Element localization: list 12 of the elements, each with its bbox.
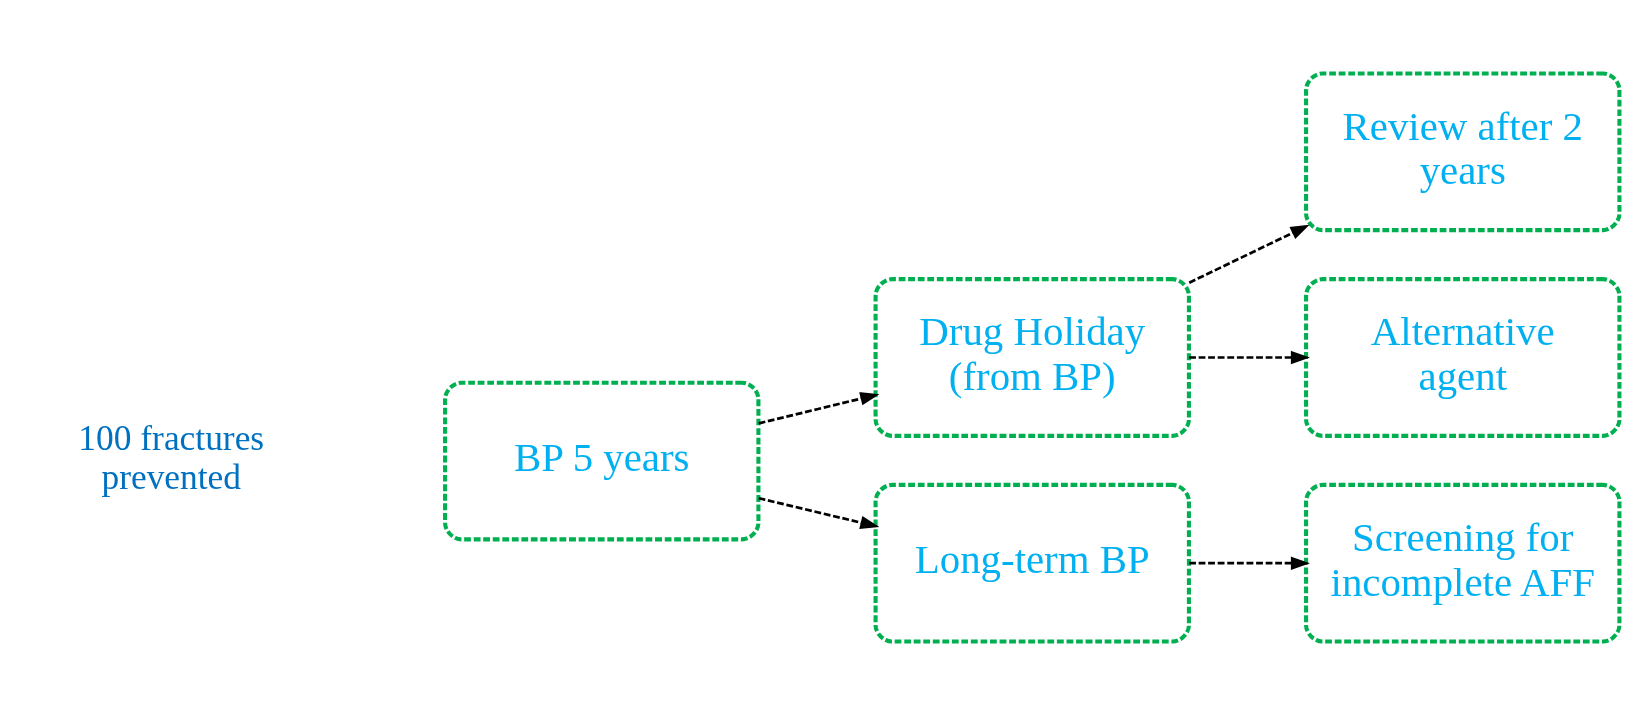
arrow [1189,350,1310,364]
node-box: BP 5 years [443,380,761,541]
arrow [758,496,880,529]
node-box: Long-term BP [873,482,1191,644]
node-box: Alternative agent [1304,276,1622,438]
arrow [758,391,880,425]
label: 100 fractures prevented [78,417,265,497]
node-box: Screening for incomplete AFF [1304,482,1622,644]
node-box: Drug Holiday (from BP) [873,276,1191,438]
arrow [1188,224,1310,284]
arrow [1189,556,1310,570]
node-box: Review after 2 years [1304,70,1622,232]
